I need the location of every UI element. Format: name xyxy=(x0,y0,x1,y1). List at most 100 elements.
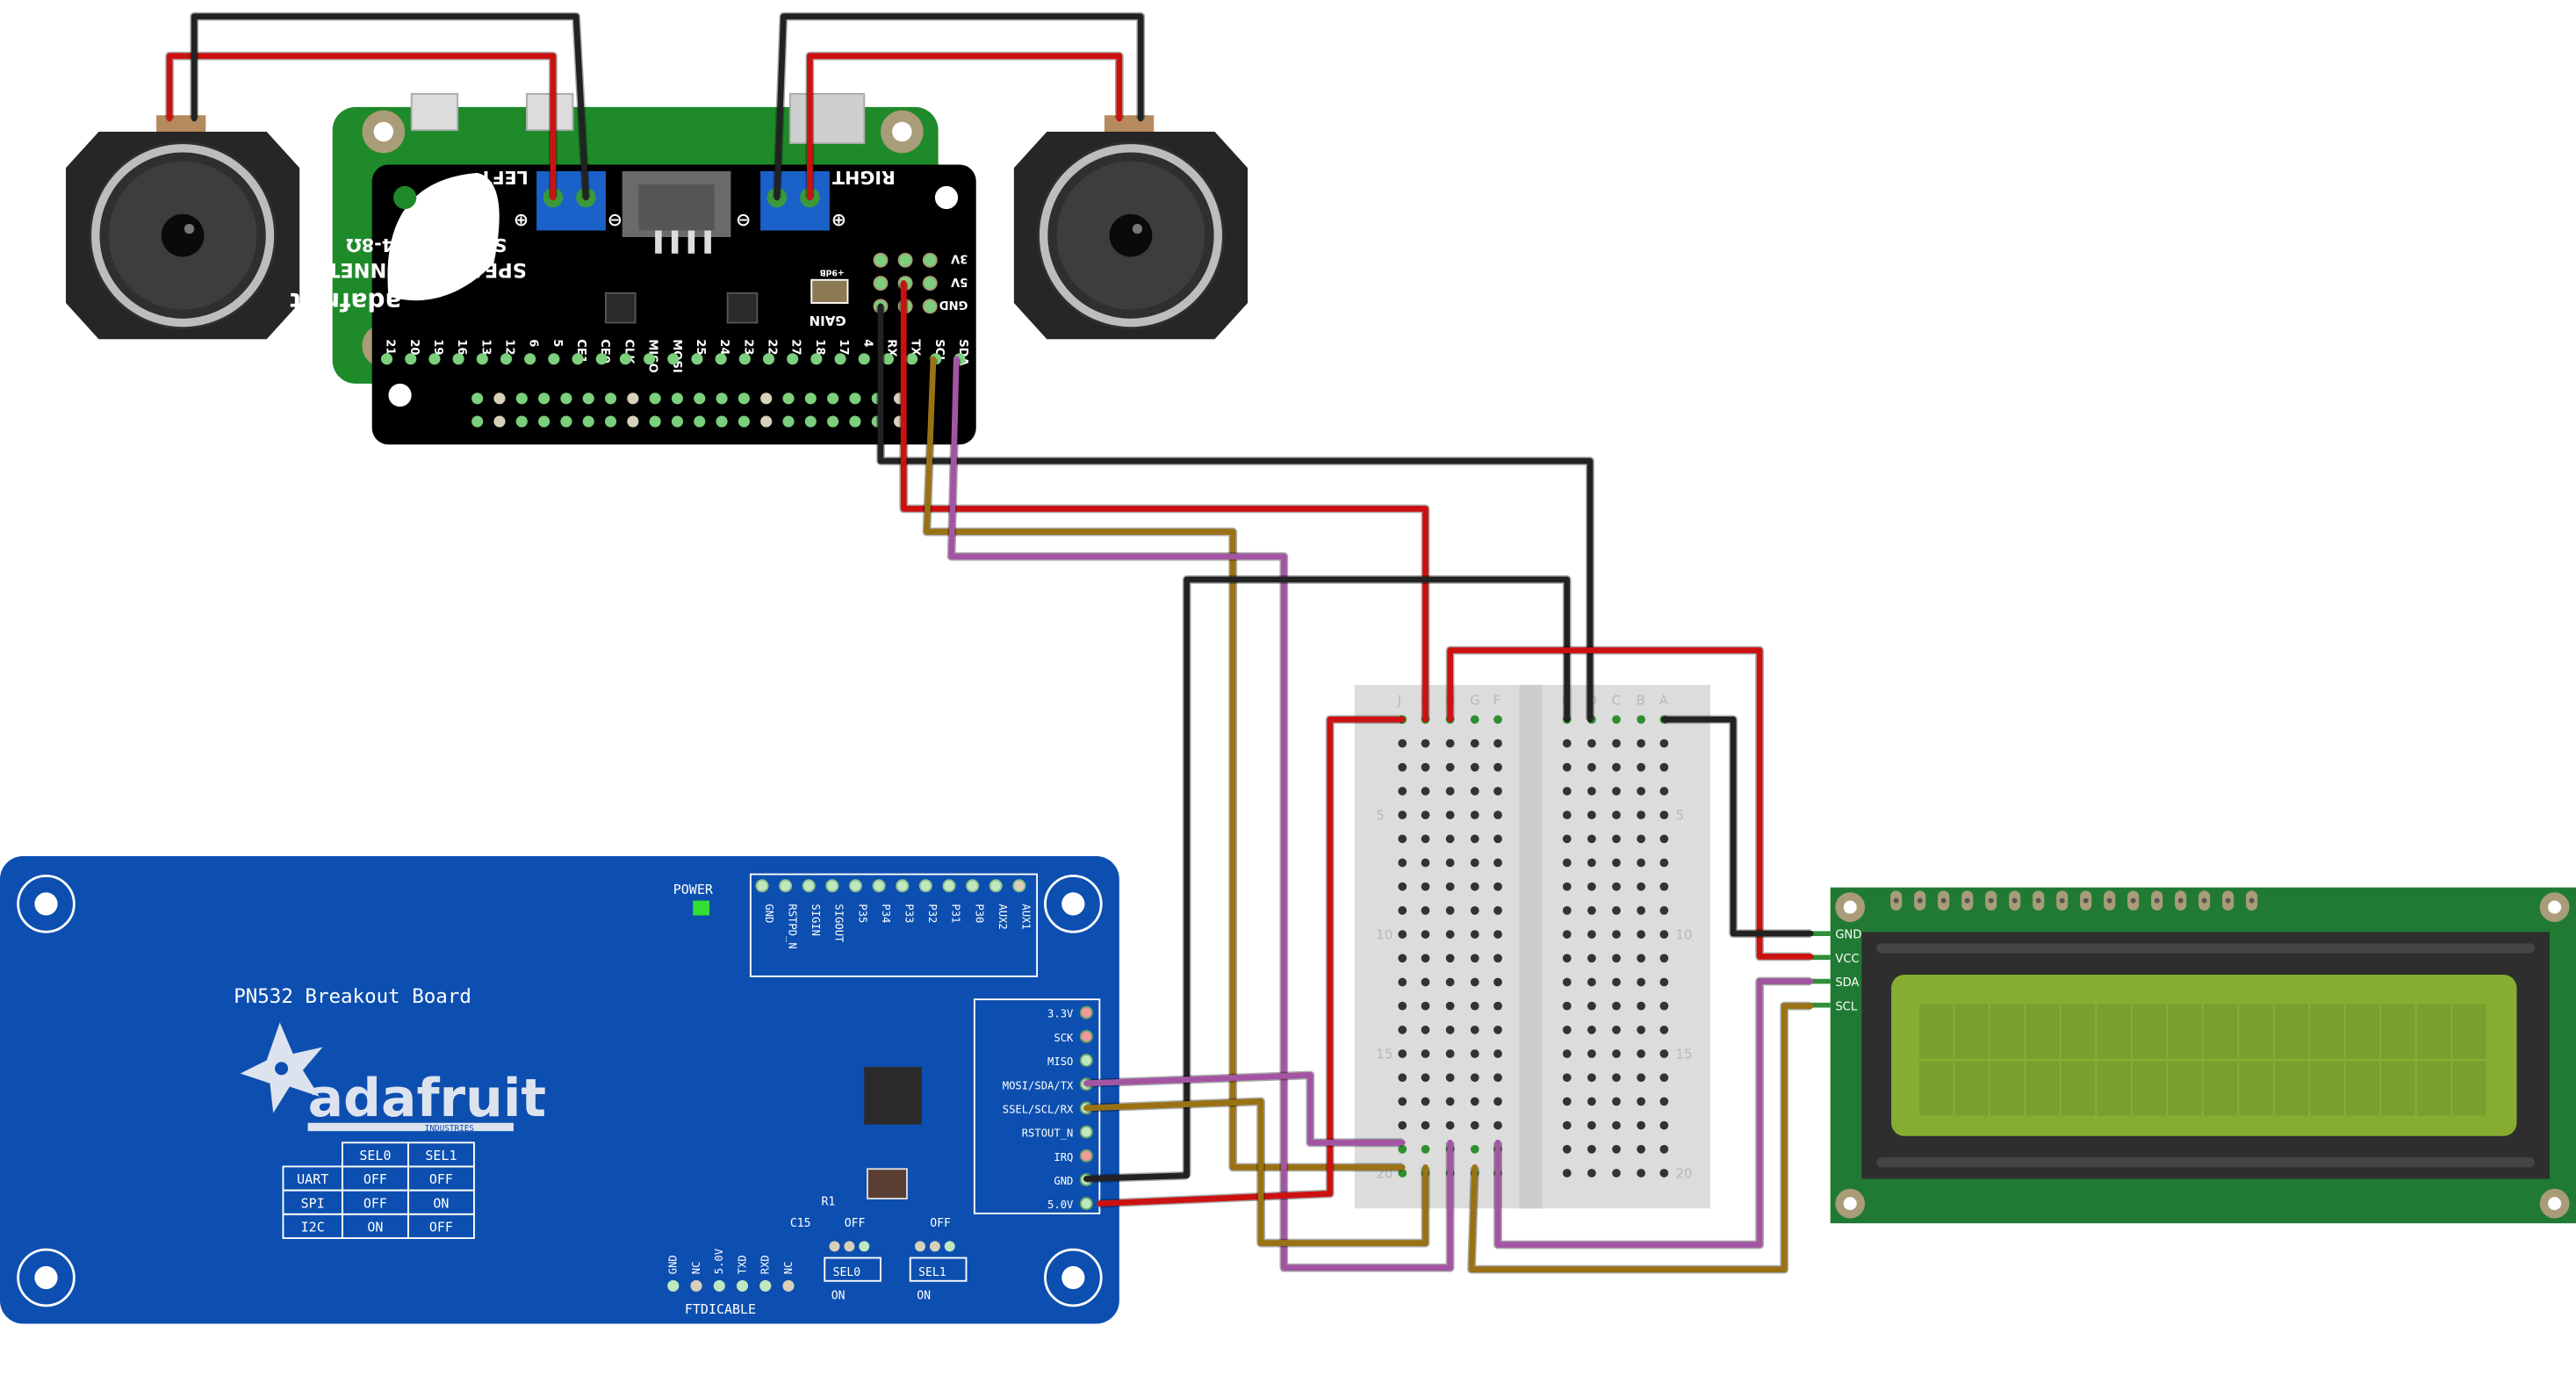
ftdi-pin[interactable] xyxy=(690,1279,702,1292)
gpio-pin[interactable] xyxy=(524,353,536,365)
gpio-header-pin[interactable] xyxy=(649,415,661,428)
gpio-header-pin[interactable] xyxy=(827,415,839,428)
breadboard-hole[interactable] xyxy=(1612,1144,1621,1154)
side-header-pin[interactable] xyxy=(1079,1197,1093,1211)
top-header-pin[interactable] xyxy=(779,879,793,893)
breadboard-hole[interactable] xyxy=(1587,1169,1596,1178)
breadboard-hole[interactable] xyxy=(1612,1001,1621,1011)
wire-pn532-sda[interactable] xyxy=(1083,1072,1406,1146)
breadboard-hole[interactable] xyxy=(1445,834,1455,844)
gpio-header-pin[interactable] xyxy=(782,415,795,428)
breadboard-hole[interactable] xyxy=(1562,787,1572,796)
breadboard-hole[interactable] xyxy=(1659,738,1669,748)
gpio-header-pin[interactable] xyxy=(604,415,617,428)
breadboard-hole[interactable] xyxy=(1398,1049,1407,1058)
gpio-pin[interactable] xyxy=(881,353,894,365)
gpio-pin[interactable] xyxy=(738,353,751,365)
breadboard-hole[interactable] xyxy=(1637,882,1646,891)
side-header-pin[interactable] xyxy=(1079,1054,1093,1067)
header-pin[interactable] xyxy=(873,252,889,268)
gain-jumper[interactable] xyxy=(810,278,849,304)
breadboard-hole[interactable] xyxy=(1659,787,1669,796)
jumper-pin[interactable] xyxy=(859,1241,870,1252)
breadboard-hole[interactable] xyxy=(1612,906,1621,915)
gpio-header-pin[interactable] xyxy=(582,393,594,405)
gpio-pin[interactable] xyxy=(572,353,584,365)
breadboard-hole[interactable] xyxy=(1612,715,1621,724)
gpio-header-pin[interactable] xyxy=(582,415,594,428)
gpio-header-pin[interactable] xyxy=(471,415,484,428)
breadboard-hole[interactable] xyxy=(1493,1120,1502,1130)
wire-right-speaker-positive[interactable] xyxy=(807,53,1123,201)
breadboard-hole[interactable] xyxy=(1421,882,1430,891)
header-pin[interactable] xyxy=(897,252,913,268)
gpio-header-pin[interactable] xyxy=(671,415,684,428)
top-header-pin[interactable] xyxy=(966,879,980,893)
breadboard-hole[interactable] xyxy=(1659,810,1669,819)
jumper-pin[interactable] xyxy=(844,1241,855,1252)
breadboard-hole[interactable] xyxy=(1470,977,1479,987)
breadboard-hole[interactable] xyxy=(1421,930,1430,939)
gpio-pin[interactable] xyxy=(381,353,393,365)
gpio-header-pin[interactable] xyxy=(560,415,572,428)
breadboard-hole[interactable] xyxy=(1637,858,1646,868)
gpio-pin[interactable] xyxy=(500,353,513,365)
breadboard-hole[interactable] xyxy=(1612,977,1621,987)
gpio-header-pin[interactable] xyxy=(671,393,684,405)
gpio-pin[interactable] xyxy=(691,353,703,365)
wire-right-speaker-negative[interactable] xyxy=(774,13,1144,201)
breadboard-hole[interactable] xyxy=(1637,1120,1646,1130)
gpio-header-pin[interactable] xyxy=(716,415,728,428)
breadboard-hole[interactable] xyxy=(1637,1169,1646,1178)
ftdi-pin[interactable] xyxy=(782,1279,795,1292)
top-header-pin[interactable] xyxy=(825,879,839,893)
breadboard-hole[interactable] xyxy=(1493,1025,1502,1034)
breadboard-hole[interactable] xyxy=(1562,810,1572,819)
gpio-pin[interactable] xyxy=(548,353,560,365)
breadboard-hole[interactable] xyxy=(1493,882,1502,891)
breadboard-hole[interactable] xyxy=(1470,1001,1479,1011)
breadboard-hole[interactable] xyxy=(1659,882,1669,891)
breadboard-hole[interactable] xyxy=(1445,882,1455,891)
breadboard-hole[interactable] xyxy=(1587,1025,1596,1034)
breadboard-hole[interactable] xyxy=(1445,787,1455,796)
breadboard-hole[interactable] xyxy=(1398,1144,1407,1154)
jumper-pin[interactable] xyxy=(944,1241,955,1252)
breadboard-hole[interactable] xyxy=(1612,930,1621,939)
breadboard-hole[interactable] xyxy=(1612,787,1621,796)
header-pin[interactable] xyxy=(922,299,938,314)
breadboard-hole[interactable] xyxy=(1421,1073,1430,1083)
gpio-header-pin[interactable] xyxy=(738,393,750,405)
breadboard-hole[interactable] xyxy=(1637,906,1646,915)
breadboard-hole[interactable] xyxy=(1659,1049,1669,1058)
wire-bonnet-sda[interactable] xyxy=(948,356,1454,1271)
breadboard-hole[interactable] xyxy=(1398,882,1407,891)
breadboard-hole[interactable] xyxy=(1493,858,1502,868)
breadboard-hole[interactable] xyxy=(1659,1073,1669,1083)
breadboard-hole[interactable] xyxy=(1659,762,1669,772)
breadboard-hole[interactable] xyxy=(1445,906,1455,915)
breadboard-hole[interactable] xyxy=(1562,954,1572,963)
jumper-pin[interactable] xyxy=(929,1241,940,1252)
breadboard-hole[interactable] xyxy=(1587,882,1596,891)
breadboard-hole[interactable] xyxy=(1470,906,1479,915)
gpio-pin[interactable] xyxy=(810,353,823,365)
breadboard-hole[interactable] xyxy=(1445,1001,1455,1011)
breadboard-hole[interactable] xyxy=(1493,1049,1502,1058)
breadboard-hole[interactable] xyxy=(1587,1073,1596,1083)
breadboard-hole[interactable] xyxy=(1398,834,1407,844)
breadboard-hole[interactable] xyxy=(1562,834,1572,844)
gpio-pin[interactable] xyxy=(619,353,631,365)
breadboard-hole[interactable] xyxy=(1398,787,1407,796)
breadboard-hole[interactable] xyxy=(1587,954,1596,963)
gpio-header-pin[interactable] xyxy=(694,393,706,405)
breadboard-hole[interactable] xyxy=(1493,930,1502,939)
breadboard-hole[interactable] xyxy=(1659,1025,1669,1034)
breadboard-hole[interactable] xyxy=(1659,954,1669,963)
breadboard-hole[interactable] xyxy=(1421,977,1430,987)
breadboard-hole[interactable] xyxy=(1470,787,1479,796)
breadboard-hole[interactable] xyxy=(1587,1097,1596,1106)
gpio-header-pin[interactable] xyxy=(694,415,706,428)
breadboard-hole[interactable] xyxy=(1587,906,1596,915)
breadboard-hole[interactable] xyxy=(1562,1025,1572,1034)
